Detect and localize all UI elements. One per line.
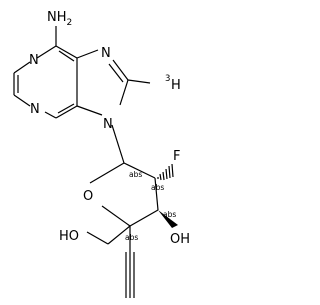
ring-oxygen-label: O (83, 189, 93, 204)
n9-label: N (103, 117, 113, 132)
ethynyl-group (125, 226, 135, 298)
stereo-flag-c1: abs (129, 170, 142, 179)
ch2-oh-bond (86, 231, 109, 245)
fluorine-hashed-bond (157, 163, 174, 181)
stereo-flag-c4: abs (125, 233, 138, 242)
tritium-mass-label: 3 (165, 74, 170, 84)
glycosidic-bond (111, 124, 125, 164)
c8-tritium-bond (127, 79, 151, 84)
fluorine-label: F (173, 149, 180, 164)
hydroxymethyl-label: HO (59, 229, 79, 244)
c4-ch2-bond (107, 225, 131, 245)
n7-label: N (101, 46, 111, 61)
stereo-flag-c3: abs (163, 210, 176, 219)
n1-label: N (29, 53, 39, 68)
hydroxyl-label: OH (170, 232, 190, 247)
pyrimidine-ring (13, 45, 78, 119)
n3-label: N (30, 102, 40, 117)
furanose-ring (89, 162, 159, 227)
stereo-flag-c2: abs (151, 183, 164, 192)
chemical-structure-diagram: NH2 N N N N 3 H F O OH HO abs abs abs ab… (13, 10, 190, 298)
hydroxyl-wedge (158, 210, 178, 228)
amine-label: NH2 (47, 10, 72, 28)
tritium-label: H (171, 78, 181, 93)
imidazole-ring (76, 49, 129, 116)
